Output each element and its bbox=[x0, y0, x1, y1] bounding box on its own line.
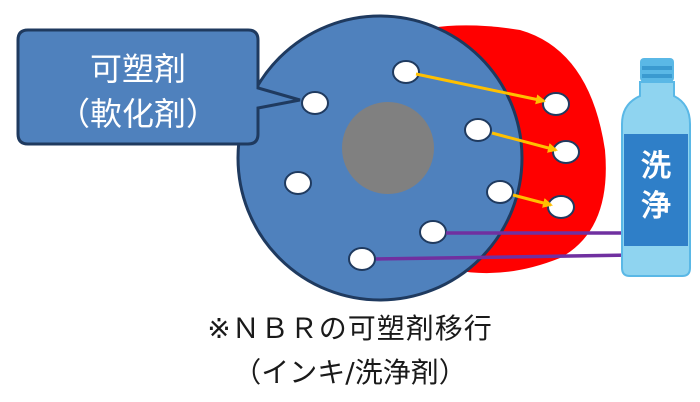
arrow-orange bbox=[512, 193, 553, 208]
roller-core bbox=[342, 102, 434, 194]
arrow-orange bbox=[415, 72, 546, 105]
particle bbox=[392, 60, 420, 84]
arrow-orange bbox=[491, 131, 558, 153]
particle bbox=[486, 180, 514, 204]
migration-arrows-to-cleaner bbox=[375, 227, 636, 262]
caption-subtitle: （インキ/洗浄剤） bbox=[233, 356, 467, 389]
plasticizer-callout: 可塑剤 （軟化剤） bbox=[16, 28, 301, 146]
bottle-label-line1: 洗 bbox=[641, 149, 671, 184]
particle bbox=[464, 118, 492, 142]
bottle-label-line2: 浄 bbox=[641, 189, 671, 224]
bottle-label bbox=[624, 134, 688, 246]
particle bbox=[547, 195, 575, 219]
particle bbox=[542, 92, 570, 116]
particle bbox=[284, 171, 312, 195]
callout-line1: 可塑剤 bbox=[90, 50, 186, 88]
callout-line2: （軟化剤） bbox=[58, 95, 218, 133]
migration-arrows-to-ink bbox=[415, 72, 558, 208]
particle bbox=[301, 91, 329, 115]
cleaner-bottle: 洗 浄 bbox=[621, 58, 691, 277]
caption-title: ※ＮＢＲの可塑剤移行 bbox=[207, 312, 493, 345]
arrow-purple bbox=[375, 249, 636, 262]
plasticizer-particles bbox=[284, 60, 580, 271]
particle bbox=[348, 247, 376, 271]
particle bbox=[552, 140, 580, 164]
particle bbox=[419, 220, 447, 244]
